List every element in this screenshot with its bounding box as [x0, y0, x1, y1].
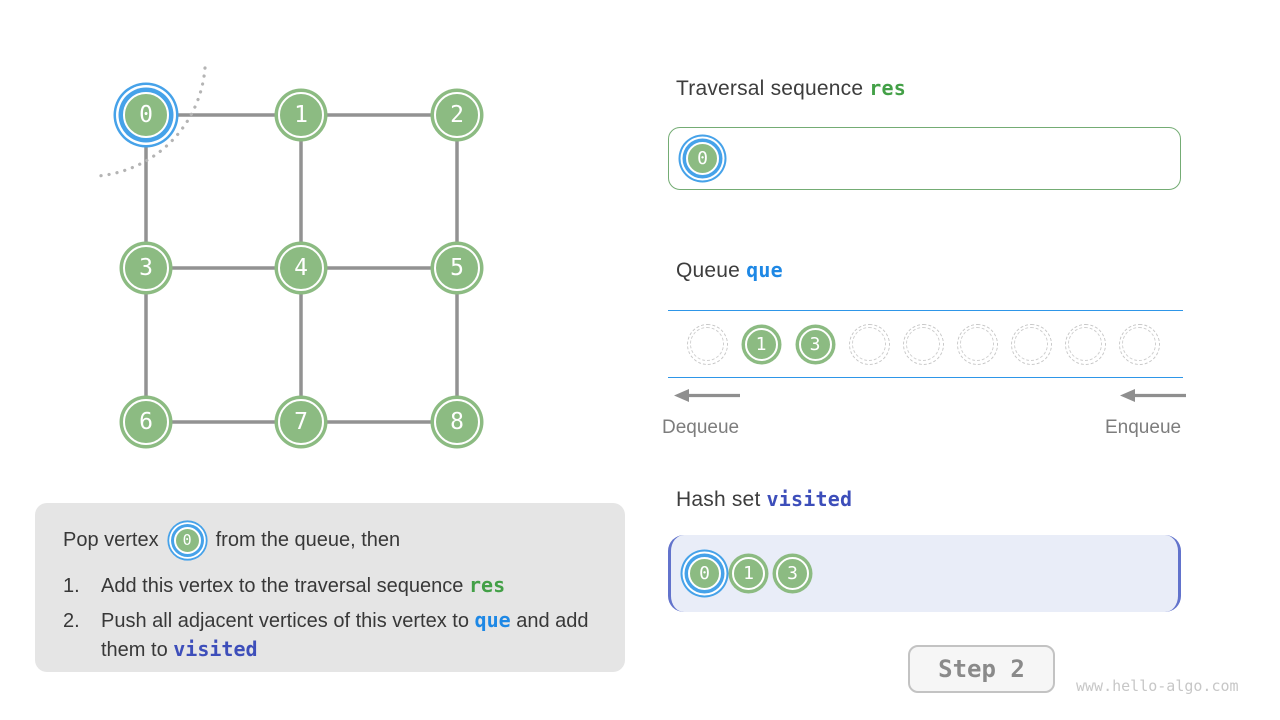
res-container: 0 [668, 127, 1181, 190]
res-code-token: res [869, 76, 907, 100]
empty-slot-circle [956, 323, 998, 365]
graph-vertex-0: 0 [123, 92, 169, 138]
vertex-label: 1 [294, 102, 308, 128]
enqueue-arrow-icon [1120, 389, 1186, 402]
explanation-item-2: 2. Push all adjacent vertices of this ve… [63, 607, 599, 665]
intro-text-after: from the queue, then [215, 528, 401, 551]
bfs-frontier-arc [96, 66, 207, 178]
queue-slot-3 [847, 322, 891, 366]
visited-item-0: 0 [688, 557, 721, 590]
empty-slot-circle [848, 323, 890, 365]
visited-item-1: 1 [732, 557, 765, 590]
popped-vertex-chip: 0 [173, 526, 201, 554]
queue-slot-6 [1009, 322, 1053, 366]
graph-vertex-3: 3 [123, 245, 169, 291]
empty-slot-circle [902, 323, 944, 365]
watermark: www.hello-algo.com [1076, 677, 1239, 695]
queue-slot-7 [1063, 322, 1107, 366]
empty-slot-circle [1064, 323, 1106, 365]
queue-slot-1: 1 [739, 322, 783, 366]
empty-slot-circle [1010, 323, 1052, 365]
item-text: Add this vertex to the traversal sequenc… [101, 573, 506, 597]
visited-section-title: Hash set visited [676, 487, 853, 511]
item-number: 2. [63, 610, 80, 632]
step-button-label: Step 2 [938, 655, 1025, 683]
res-section-title: Traversal sequence res [676, 76, 907, 100]
queue-slot-5 [955, 322, 999, 366]
queue-section-title: Queue que [676, 258, 783, 282]
vertex-label: 0 [182, 531, 192, 549]
visited-code-token: visited [173, 637, 258, 661]
graph-vertex-7: 7 [278, 399, 324, 445]
vertex-label: 3 [139, 255, 153, 281]
empty-slot-circle [686, 323, 728, 365]
graph-vertex-8: 8 [434, 399, 480, 445]
graph-vertex-5: 5 [434, 245, 480, 291]
vertex-label: 4 [294, 255, 308, 281]
vertex-label: 7 [294, 409, 308, 435]
vertex-label: 3 [809, 333, 821, 355]
explanation-box: Pop vertex 0 from the queue, then 1. Add… [35, 503, 625, 672]
vertex-label: 0 [699, 563, 710, 584]
step-button[interactable]: Step 2 [908, 645, 1055, 693]
vertex-label: 2 [450, 102, 464, 128]
graph-vertex-4: 4 [278, 245, 324, 291]
queue-slot-0 [685, 322, 729, 366]
visited-item-2: 3 [776, 557, 809, 590]
enqueue-label: Enqueue [1105, 417, 1182, 438]
visited-container: 0 1 3 [668, 535, 1181, 612]
vertex-label: 0 [697, 148, 708, 169]
item-text: Push all adjacent vertices of this verte… [101, 608, 589, 661]
vertex-label: 3 [787, 563, 798, 584]
item-number: 1. [63, 575, 80, 597]
graph-vertex-1: 1 [278, 92, 324, 138]
queue-item: 3 [798, 327, 832, 361]
empty-slot-circle [1118, 323, 1160, 365]
graph-vertex-2: 2 [434, 92, 480, 138]
vertex-label: 8 [450, 409, 464, 435]
explanation-intro: Pop vertex 0 from the queue, then [63, 520, 599, 560]
vertex-label: 1 [743, 563, 754, 584]
graph-vertex-6: 6 [123, 399, 169, 445]
queue-container: 1 3 [668, 310, 1183, 378]
queue-slot-4 [901, 322, 945, 366]
queue-slot-8 [1117, 322, 1161, 366]
vertex-label: 5 [450, 255, 464, 281]
dequeue-label: Dequeue [662, 417, 740, 438]
vertex-label: 1 [755, 333, 767, 355]
explanation-item-1: 1. Add this vertex to the traversal sequ… [63, 572, 599, 601]
intro-text-before: Pop vertex [63, 528, 159, 551]
que-code-token: que [746, 258, 783, 282]
res-code-token: res [468, 573, 506, 597]
vertex-label: 0 [139, 102, 153, 128]
queue-slot-2: 3 [793, 322, 837, 366]
que-code-token: que [474, 608, 511, 632]
visited-code-token: visited [766, 487, 853, 511]
res-item-0: 0 [686, 142, 719, 175]
dequeue-arrow-icon [674, 389, 740, 402]
queue-item: 1 [744, 327, 778, 361]
vertex-label: 6 [139, 409, 153, 435]
